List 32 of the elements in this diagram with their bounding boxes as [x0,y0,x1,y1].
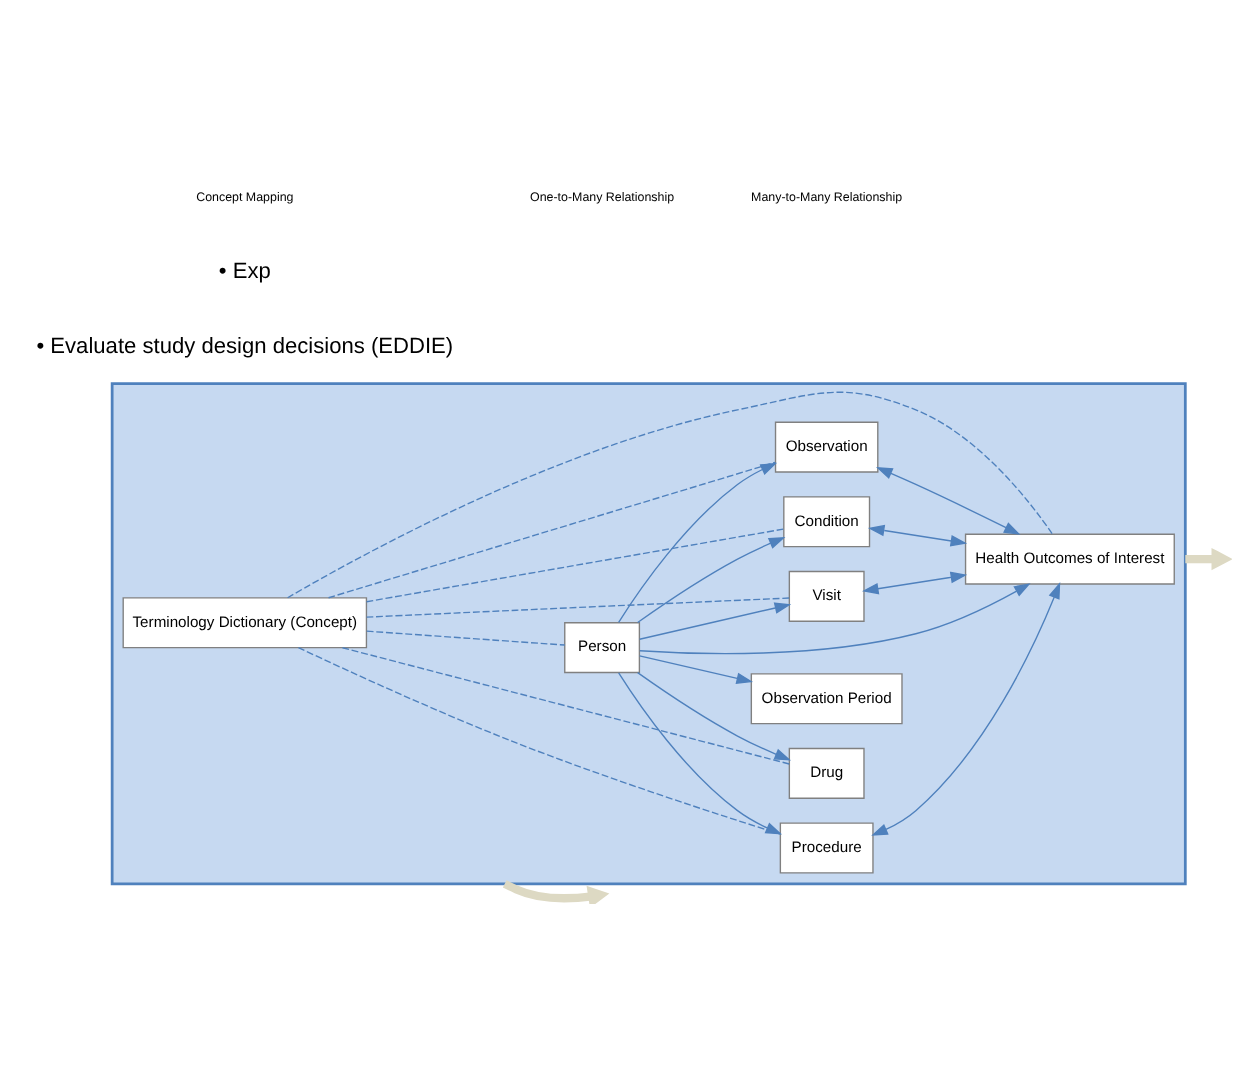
label: • Exp [218,259,271,284]
arrow [862,570,968,594]
node-box: Observation [774,420,879,472]
arrow [638,601,792,639]
node-box: Condition [783,495,871,547]
arrow [617,461,778,622]
arrow [871,581,1061,835]
node-box: Visit [788,569,865,621]
node-box: Terminology Dictionary (Concept) [122,596,368,648]
arrow [617,671,783,834]
node-box: Observation Period [750,672,903,724]
connector [365,596,790,617]
label: • Evaluate study design decisions (EDDIE) [36,333,454,358]
arrow [502,879,610,903]
connector [286,390,1054,598]
connector [366,629,566,645]
arrow [1185,546,1232,570]
connector [341,646,790,764]
connector [327,460,776,598]
node-box: Procedure [779,821,874,873]
node-box: Person [564,621,641,673]
arrow [876,466,1021,534]
arrow [639,582,1031,654]
arrow [867,523,968,546]
node-box: Drug [788,746,865,798]
connector [297,645,781,834]
arrow [636,535,786,623]
node-box: Health Outcomes of Interest [964,532,1175,584]
arrow [638,654,754,683]
cluster [110,381,1187,885]
arrow [636,670,792,760]
connector [365,527,785,602]
